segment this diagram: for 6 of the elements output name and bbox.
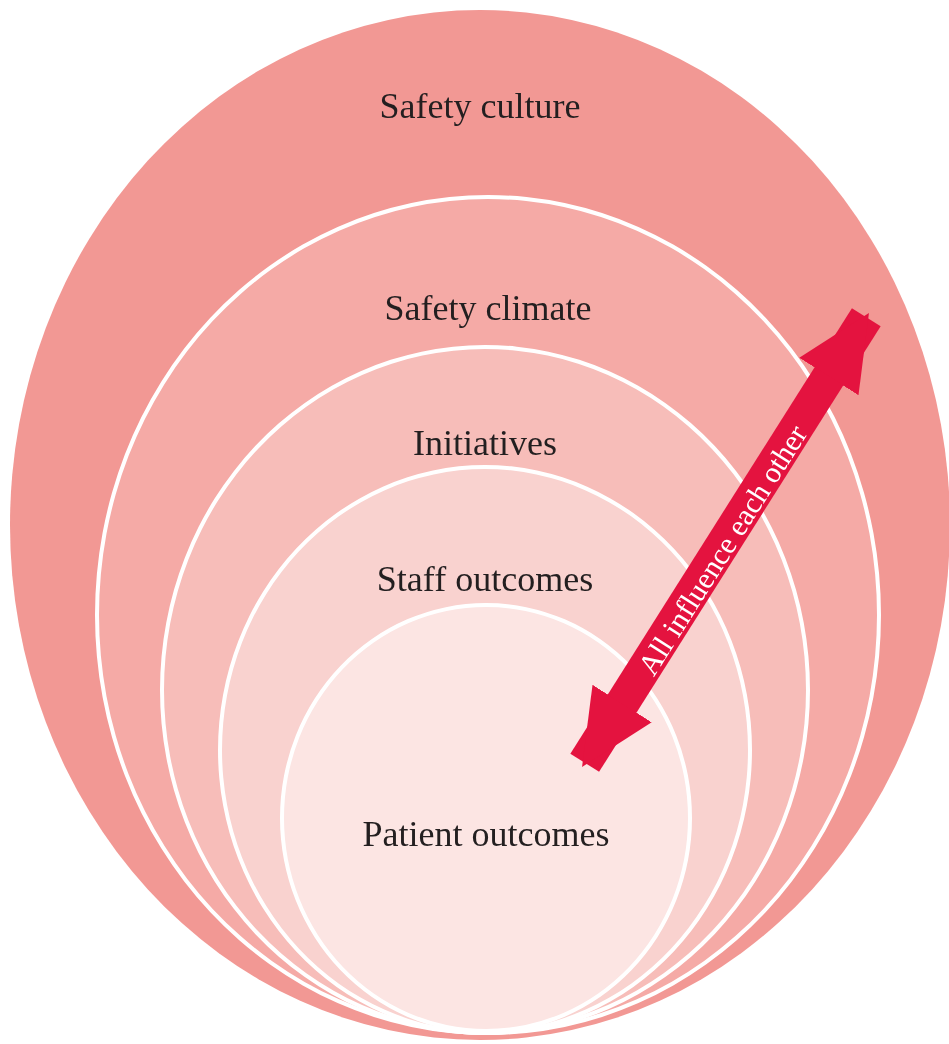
double-arrow — [570, 308, 881, 772]
region-label: Staff outcomes — [376, 558, 594, 600]
region-label: Safety culture — [379, 85, 581, 127]
region-label: Safety climate — [384, 287, 592, 329]
region-label: Patient outcomes — [362, 813, 610, 855]
region-label: Initiatives — [413, 422, 557, 464]
